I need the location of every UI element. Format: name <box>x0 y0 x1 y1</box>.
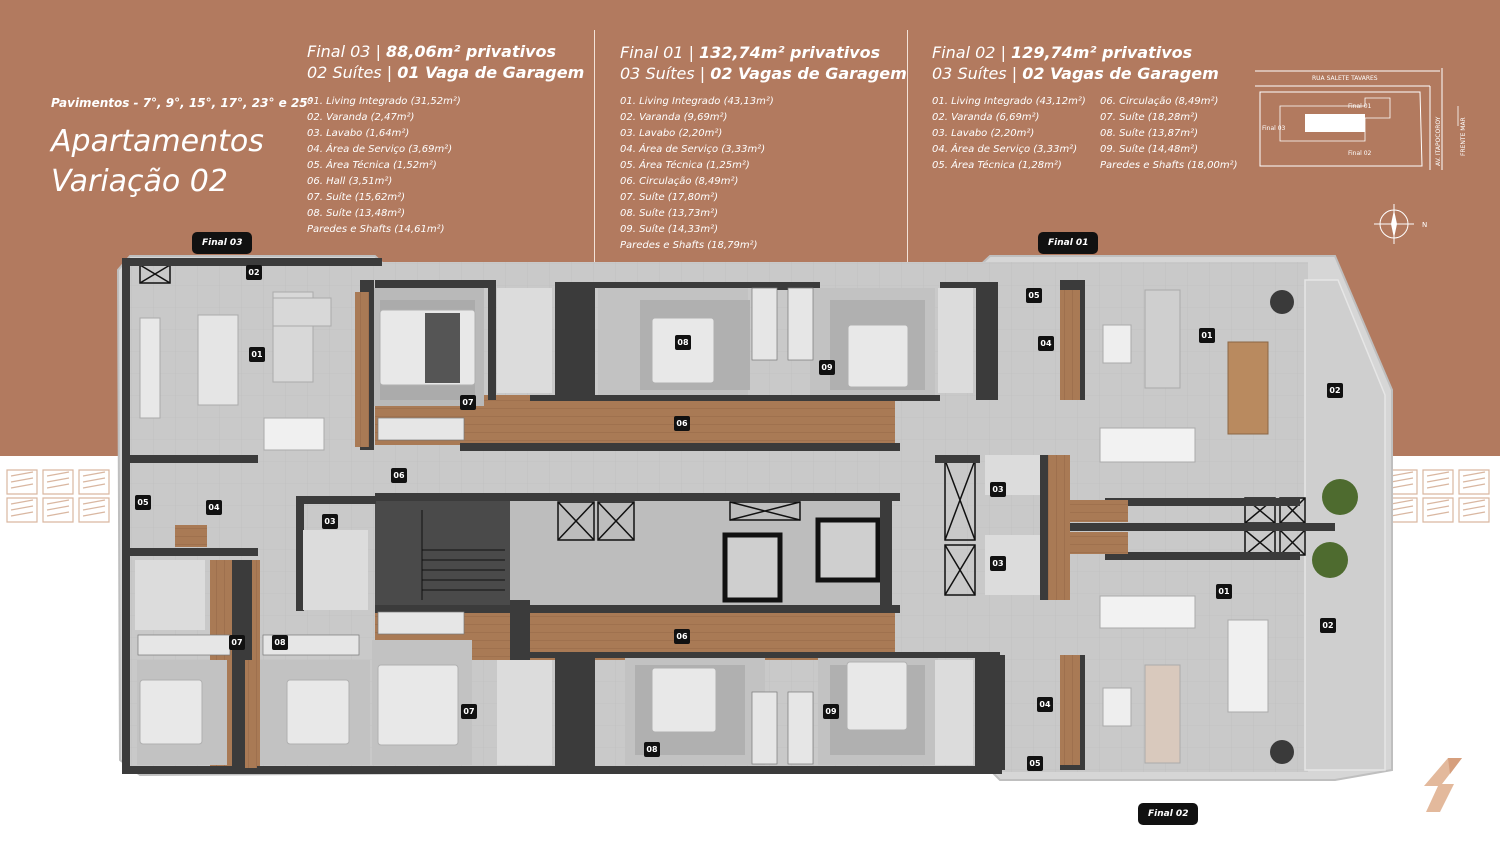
map-label-final-03: Final 03 <box>1262 125 1286 132</box>
room-item: 06. Circulação (8,49m²) <box>1100 96 1219 107</box>
room-item: 09. Suíte (14,48m²) <box>1100 144 1198 155</box>
unit-parking: 02 Vagas de Garagem <box>710 64 907 83</box>
room-marker: 05 <box>1027 756 1043 771</box>
room-item: 06. Hall (3,51m²) <box>307 176 393 187</box>
room-item: 03. Lavabo (1,64m²) <box>307 128 410 139</box>
unit-area: 132,74m² privativos <box>699 43 881 62</box>
unit-area: 129,74m² privativos <box>1011 43 1193 62</box>
room-marker: 01 <box>249 347 265 362</box>
room-item: 05. Área Técnica (1,28m²) <box>932 160 1062 171</box>
compass-north-label: N <box>1422 221 1427 229</box>
room-item: 04. Área de Serviço (3,33m²) <box>932 144 1078 155</box>
room-marker: 07 <box>229 635 245 650</box>
street-label-top: RUA SALETE TAVARES <box>1312 75 1378 82</box>
room-item: 07. Suíte (18,28m²) <box>1100 112 1198 123</box>
unit-final-02-room-list-col2: 06. Circulação (8,49m²) 07. Suíte (18,28… <box>1100 94 1237 174</box>
room-item: 07. Suíte (15,62m²) <box>307 192 405 203</box>
room-item: 07. Suíte (17,80m²) <box>620 192 718 203</box>
room-marker: 03 <box>322 514 338 529</box>
room-item: 04. Área de Serviço (3,69m²) <box>307 144 453 155</box>
room-marker: 07 <box>461 704 477 719</box>
plan-tag-final-03: Final 03 <box>192 232 253 254</box>
plan-tag-final-02: Final 02 <box>1138 803 1199 825</box>
unit-final-03-header: Final 03 | 88,06m² privativos 02 Suítes … <box>307 42 585 82</box>
room-marker: 01 <box>1216 584 1232 599</box>
room-marker: 04 <box>1037 697 1053 712</box>
room-marker: 04 <box>1038 336 1054 351</box>
room-item: 08. Suíte (13,87m²) <box>1100 128 1198 139</box>
map-label-final-01: Final 01 <box>1348 103 1372 110</box>
room-item: 05. Área Técnica (1,52m²) <box>307 160 437 171</box>
unit-name: Final 02 <box>932 43 996 62</box>
room-item: 01. Living Integrado (31,52m²) <box>307 96 461 107</box>
room-item: 01. Living Integrado (43,13m²) <box>620 96 774 107</box>
unit-name: Final 03 <box>307 42 371 61</box>
room-marker: 06 <box>674 416 690 431</box>
title-line-1: Apartamentos <box>51 124 264 159</box>
decorative-pattern-right <box>1386 469 1490 523</box>
unit-suites: 03 Suítes <box>620 64 695 83</box>
room-item: 05. Área Técnica (1,25m²) <box>620 160 750 171</box>
room-marker: 04 <box>206 500 222 515</box>
room-item: 02. Varanda (9,69m²) <box>620 112 728 123</box>
room-item: Paredes e Shafts (18,00m²) <box>1100 160 1238 171</box>
room-marker: 08 <box>675 335 691 350</box>
room-marker: 06 <box>674 629 690 644</box>
room-marker: 01 <box>1199 328 1215 343</box>
map-label-final-02: Final 02 <box>1348 150 1372 157</box>
room-marker: 02 <box>1327 383 1343 398</box>
room-marker: 05 <box>1026 288 1042 303</box>
unit-parking: 02 Vagas de Garagem <box>1022 64 1219 83</box>
location-key-map: RUA SALETE TAVARES Final 01 Final 03 Fin… <box>1255 68 1467 170</box>
room-marker: 09 <box>819 360 835 375</box>
unit-area: 88,06m² privativos <box>386 42 557 61</box>
room-marker: 07 <box>460 395 476 410</box>
room-marker: 02 <box>246 265 262 280</box>
room-item: 04. Área de Serviço (3,33m²) <box>620 144 766 155</box>
room-marker: 03 <box>990 556 1006 571</box>
floors-subtitle: Pavimentos - 7°, 9°, 15°, 17°, 23° e 25° <box>51 96 314 110</box>
room-marker: 03 <box>990 482 1006 497</box>
room-item: 08. Suíte (13,48m²) <box>307 208 405 219</box>
room-item: Paredes e Shafts (14,61m²) <box>307 224 445 235</box>
unit-final-01-room-list: 01. Living Integrado (43,13m²) 02. Varan… <box>620 94 774 254</box>
title-line-2: Variação 02 <box>51 164 228 199</box>
decorative-pattern-left <box>6 469 110 523</box>
room-marker: 08 <box>272 635 288 650</box>
room-item: 06. Circulação (8,49m²) <box>620 176 739 187</box>
page-title: Apartamentos Variação 02 <box>51 122 264 202</box>
room-item: 03. Lavabo (2,20m²) <box>932 128 1035 139</box>
room-item: 01. Living Integrado (43,12m²) <box>932 96 1086 107</box>
room-item: 08. Suíte (13,73m²) <box>620 208 718 219</box>
room-item: 02. Varanda (2,47m²) <box>307 112 415 123</box>
room-item: Paredes e Shafts (18,79m²) <box>620 240 758 251</box>
room-item: 09. Suíte (14,33m²) <box>620 224 718 235</box>
column-divider <box>907 30 908 266</box>
room-marker: 09 <box>823 704 839 719</box>
room-marker: 02 <box>1320 618 1336 633</box>
room-marker: 08 <box>644 742 660 757</box>
frente-mar-label: FRENTE MAR <box>1460 117 1467 156</box>
unit-final-01-header: Final 01 | 132,74m² privativos 03 Suítes… <box>620 43 907 83</box>
room-item: 03. Lavabo (2,20m²) <box>620 128 723 139</box>
column-divider <box>594 30 595 266</box>
unit-final-02-header: Final 02 | 129,74m² privativos 03 Suítes… <box>932 43 1219 83</box>
unit-parking: 01 Vaga de Garagem <box>397 63 585 82</box>
brand-logo-icon <box>1424 758 1462 812</box>
plan-tag-final-01: Final 01 <box>1038 232 1099 254</box>
room-marker: 05 <box>135 495 151 510</box>
room-marker: 06 <box>391 468 407 483</box>
room-item: 02. Varanda (6,69m²) <box>932 112 1040 123</box>
unit-suites: 03 Suítes <box>932 64 1007 83</box>
compass-icon: N <box>1374 204 1427 244</box>
unit-final-02-room-list-col1: 01. Living Integrado (43,12m²) 02. Varan… <box>932 94 1086 174</box>
unit-name: Final 01 <box>620 43 684 62</box>
unit-final-03-room-list: 01. Living Integrado (31,52m²) 02. Varan… <box>307 94 461 238</box>
street-label-right: AV. ITAPOCOROY <box>1435 116 1442 166</box>
unit-suites: 02 Suítes <box>307 63 382 82</box>
